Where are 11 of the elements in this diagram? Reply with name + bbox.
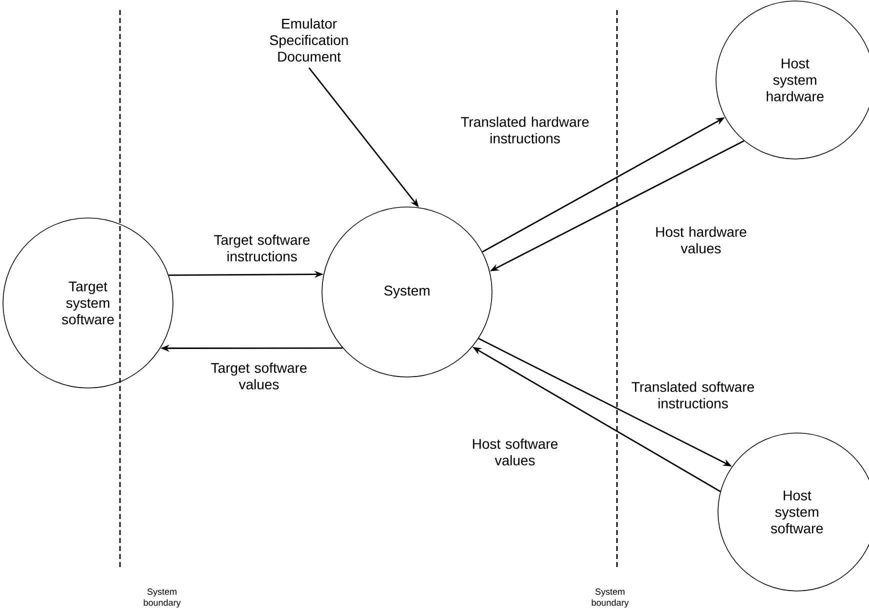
circle-node: System: [322, 206, 492, 378]
edge-label: Target software values: [211, 362, 307, 390]
boundary-label: System boundary: [144, 588, 181, 608]
edge-label: Host software values: [472, 438, 558, 466]
edge-label: Host hardware values: [656, 226, 746, 254]
edge-label: Translated software instructions: [632, 382, 754, 408]
edge-label: Target software instructions: [214, 234, 310, 262]
document-label: Emulator Specification Document: [270, 18, 348, 62]
boundary-label: System boundary: [592, 588, 629, 608]
circle-node: Target system software: [2, 218, 174, 388]
edge-label: Translated hardware instructions: [461, 116, 589, 144]
